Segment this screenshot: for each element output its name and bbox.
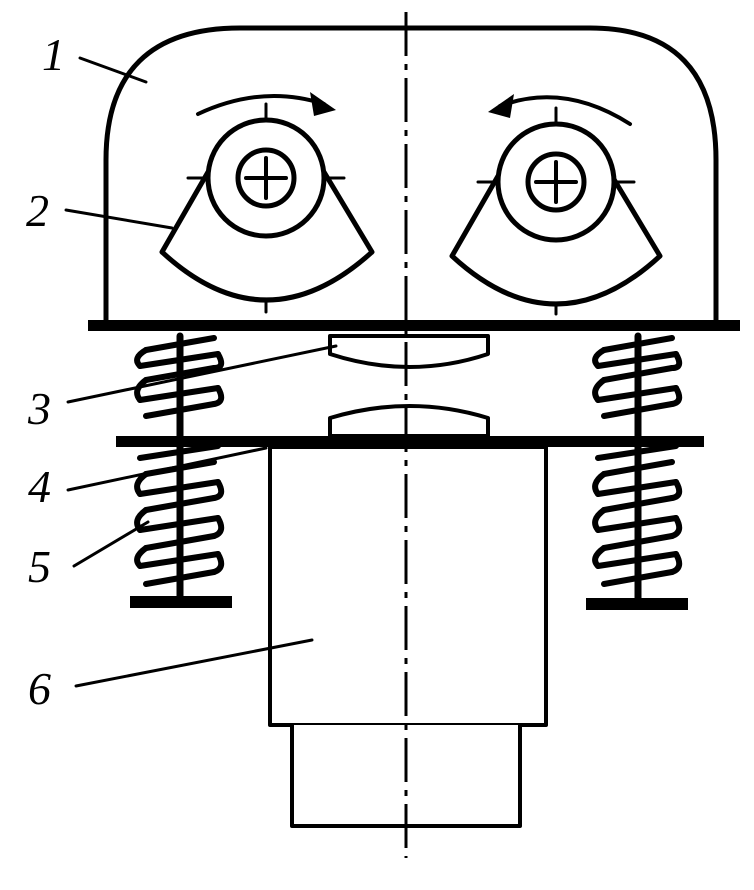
lower-contact	[328, 404, 490, 438]
left-spring-base	[130, 596, 232, 608]
left-rotation-arrow	[196, 94, 326, 116]
right-arrowhead	[488, 94, 514, 118]
leader-2	[64, 208, 174, 230]
upper-plate	[88, 320, 740, 331]
label-2: 2	[26, 185, 49, 236]
housing-cover	[103, 25, 719, 325]
right-spring-base	[586, 598, 688, 610]
right-cam-assembly	[449, 94, 663, 316]
left-arrowhead	[310, 92, 336, 116]
label-6: 6	[28, 663, 51, 714]
leader-6	[74, 638, 314, 688]
leader-4	[66, 446, 268, 492]
leader-3	[66, 344, 338, 404]
label-1: 1	[42, 29, 65, 80]
right-rotation-arrow	[498, 95, 632, 126]
leader-5	[72, 520, 150, 568]
plunger-body	[268, 445, 548, 727]
left-cam-assembly	[159, 92, 375, 314]
label-3: 3	[27, 383, 51, 434]
moving-plate	[116, 436, 704, 447]
label-5: 5	[28, 541, 51, 592]
upper-contact	[328, 334, 490, 369]
label-4: 4	[28, 461, 51, 512]
left-spring	[130, 332, 232, 608]
leader-1	[78, 56, 148, 84]
right-spring	[586, 332, 688, 610]
